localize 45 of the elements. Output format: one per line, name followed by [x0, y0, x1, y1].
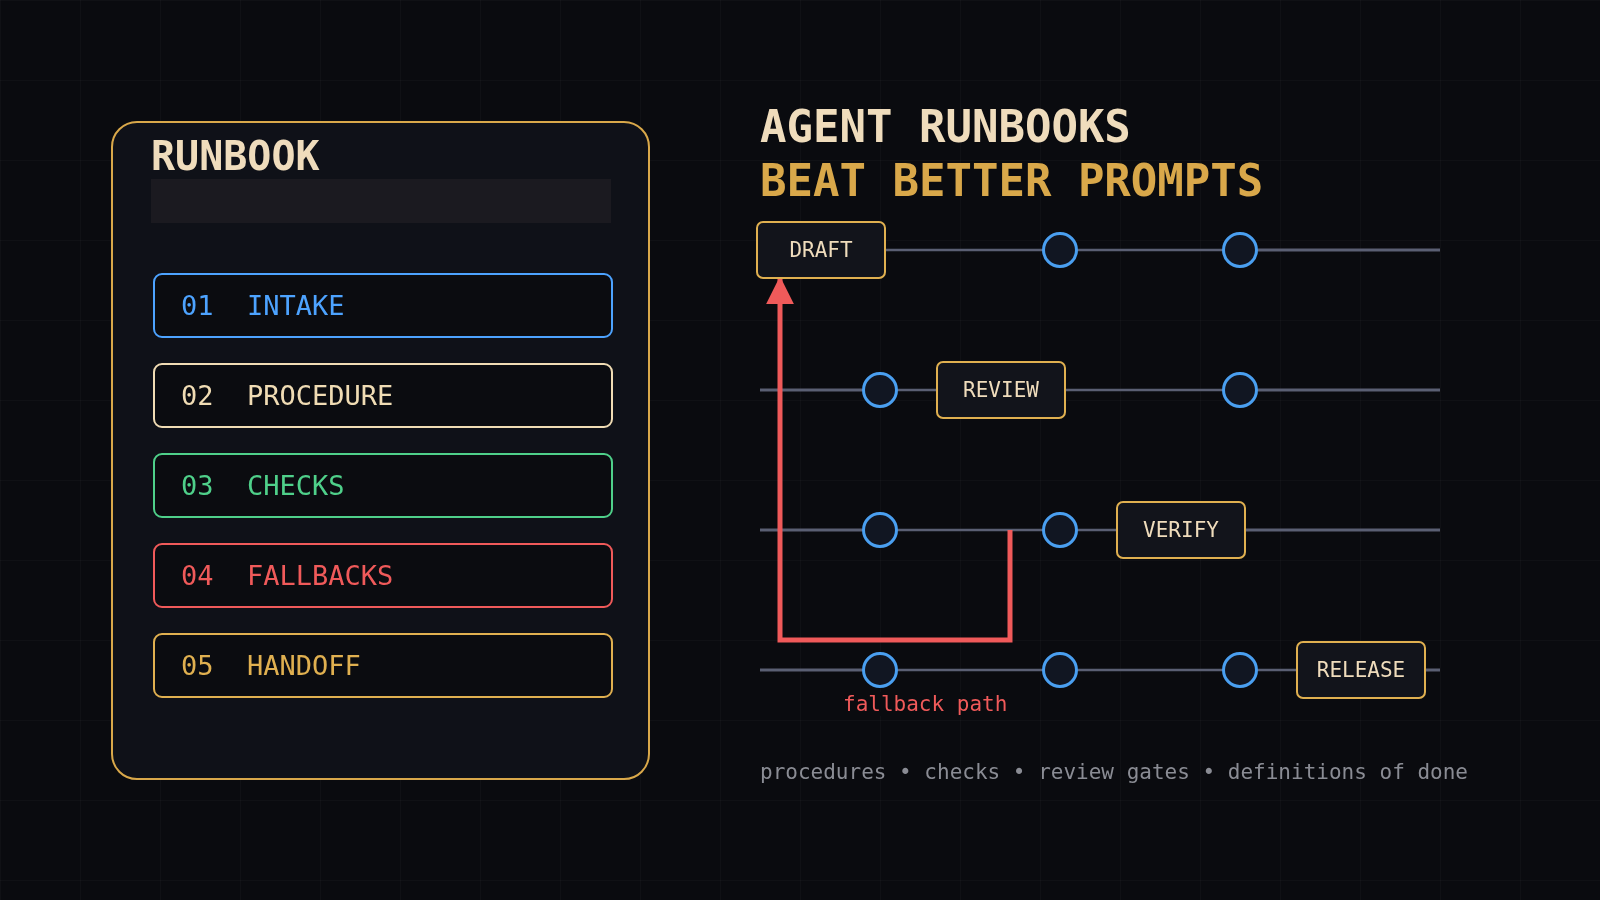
step-number: 02 [181, 380, 215, 411]
node-circle [1222, 372, 1258, 408]
node-circle [1222, 232, 1258, 268]
node-circle [1042, 652, 1078, 688]
stage-box [936, 361, 1066, 419]
step-number: 01 [181, 290, 215, 321]
stage-label: DRAFT [789, 238, 853, 262]
step-box [153, 273, 613, 338]
title: AGENT RUNBOOKS BEAT BETTER PROMPTS [760, 100, 1264, 208]
step-box [153, 543, 613, 608]
connector-line [1078, 248, 1222, 252]
step-box [153, 453, 613, 518]
step-title: PROCEDURE [247, 380, 394, 411]
node-circle [1222, 652, 1258, 688]
connector-line [898, 388, 936, 392]
step-number: 03 [181, 470, 215, 501]
connector-line [1078, 528, 1116, 532]
node-circle [1042, 232, 1078, 268]
stage-box [1296, 641, 1426, 699]
node-circle [862, 372, 898, 408]
stage-box [756, 221, 886, 279]
step-number: 05 [181, 650, 215, 681]
connector-line [898, 668, 1042, 672]
arrow [766, 276, 1013, 643]
node-circle [1042, 512, 1078, 548]
stage-label: VERIFY [1143, 518, 1219, 542]
step-box [153, 633, 613, 698]
runbook-card [111, 121, 650, 780]
step-title: FALLBACKS [247, 560, 394, 591]
step-title: CHECKS [247, 470, 345, 501]
step-number: 04 [181, 560, 215, 591]
connector-line [1066, 388, 1222, 392]
connector-line [898, 528, 1042, 532]
step-title: HANDOFF [247, 650, 361, 681]
step-box [153, 363, 613, 428]
stage-label: REVIEW [963, 378, 1039, 402]
connector-line [1258, 668, 1296, 672]
connector-line [886, 248, 1042, 252]
connector-line [1078, 668, 1222, 672]
node-circle [862, 512, 898, 548]
caption: procedures • checks • review gates • definitions of done [760, 760, 1468, 784]
stage-label: RELEASE [1316, 658, 1406, 682]
stage-box [1116, 501, 1246, 559]
node-circle [862, 652, 898, 688]
step-title: INTAKE [247, 290, 345, 321]
